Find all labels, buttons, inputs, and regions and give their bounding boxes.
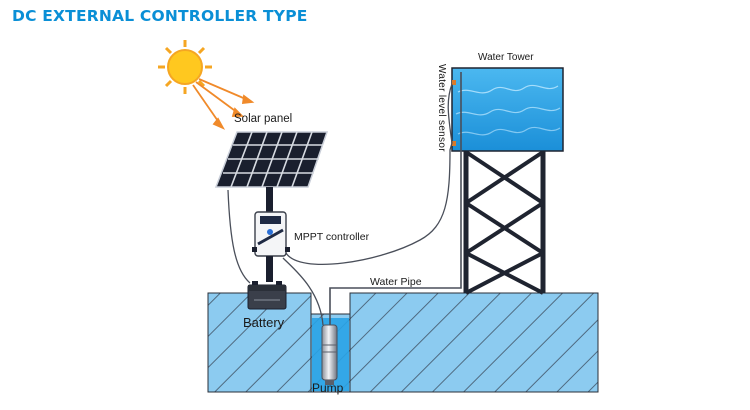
solar-panel-label: Solar panel (234, 113, 293, 125)
water-level-sensor-label: Water level sensor (436, 64, 447, 152)
wiring (227, 83, 453, 326)
battery-label: Battery (243, 315, 285, 330)
pump-label: Pump (312, 381, 344, 395)
water-pipe-label: Water Pipe (370, 276, 422, 288)
sun-icon (158, 40, 212, 94)
sun-rays (192, 78, 255, 130)
water-tower-frame (463, 150, 546, 295)
solar-panel-icon (214, 131, 329, 212)
mppt-controller-icon (252, 211, 290, 282)
battery-icon (247, 281, 287, 310)
submersible-pump-icon (321, 324, 338, 385)
diagram-title: DC EXTERNAL CONTROLLER TYPE (12, 7, 308, 25)
sensor-top-icon (452, 80, 456, 85)
mppt-controller-label: MPPT controller (294, 231, 370, 243)
water-tower-tank (451, 67, 564, 152)
sensor-bottom-icon (452, 141, 456, 146)
water-pipe (329, 72, 462, 325)
water-tower-label: Water Tower (478, 52, 534, 63)
